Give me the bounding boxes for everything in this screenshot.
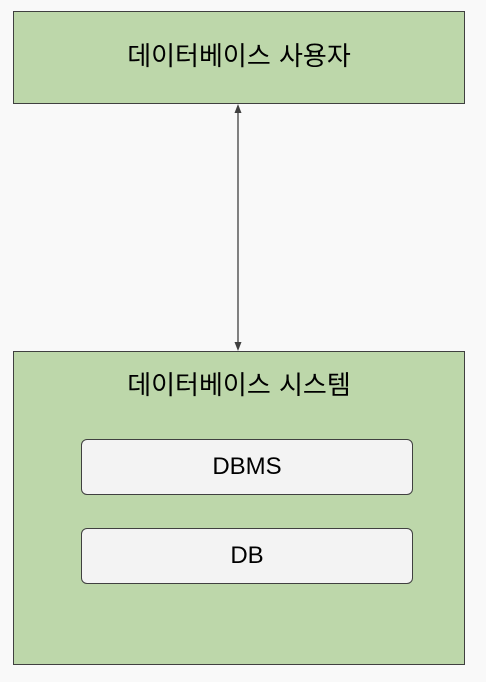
- db-component-box: DB: [81, 528, 413, 584]
- database-user-box: 데이터베이스 사용자: [13, 11, 465, 104]
- arrowhead-down-icon: [234, 342, 242, 351]
- dbms-component-box: DBMS: [81, 439, 413, 495]
- arrowhead-up-icon: [234, 104, 242, 113]
- database-system-box: 데이터베이스 시스템 DBMS DB: [13, 351, 465, 665]
- database-user-label: 데이터베이스 사용자: [127, 42, 351, 72]
- database-system-label: 데이터베이스 시스템: [127, 371, 351, 401]
